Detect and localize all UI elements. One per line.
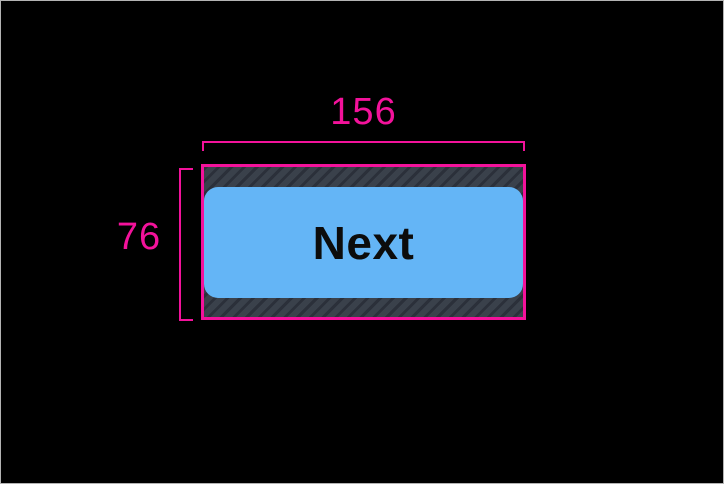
width-measure-bracket [202, 141, 525, 151]
next-button-label: Next [312, 216, 415, 269]
selection-outline: Next [201, 164, 526, 320]
next-button[interactable]: Next [204, 187, 523, 298]
height-dimension-label: 76 [116, 216, 162, 258]
width-dimension-label: 156 [330, 91, 397, 133]
height-measure-bracket [179, 168, 193, 321]
